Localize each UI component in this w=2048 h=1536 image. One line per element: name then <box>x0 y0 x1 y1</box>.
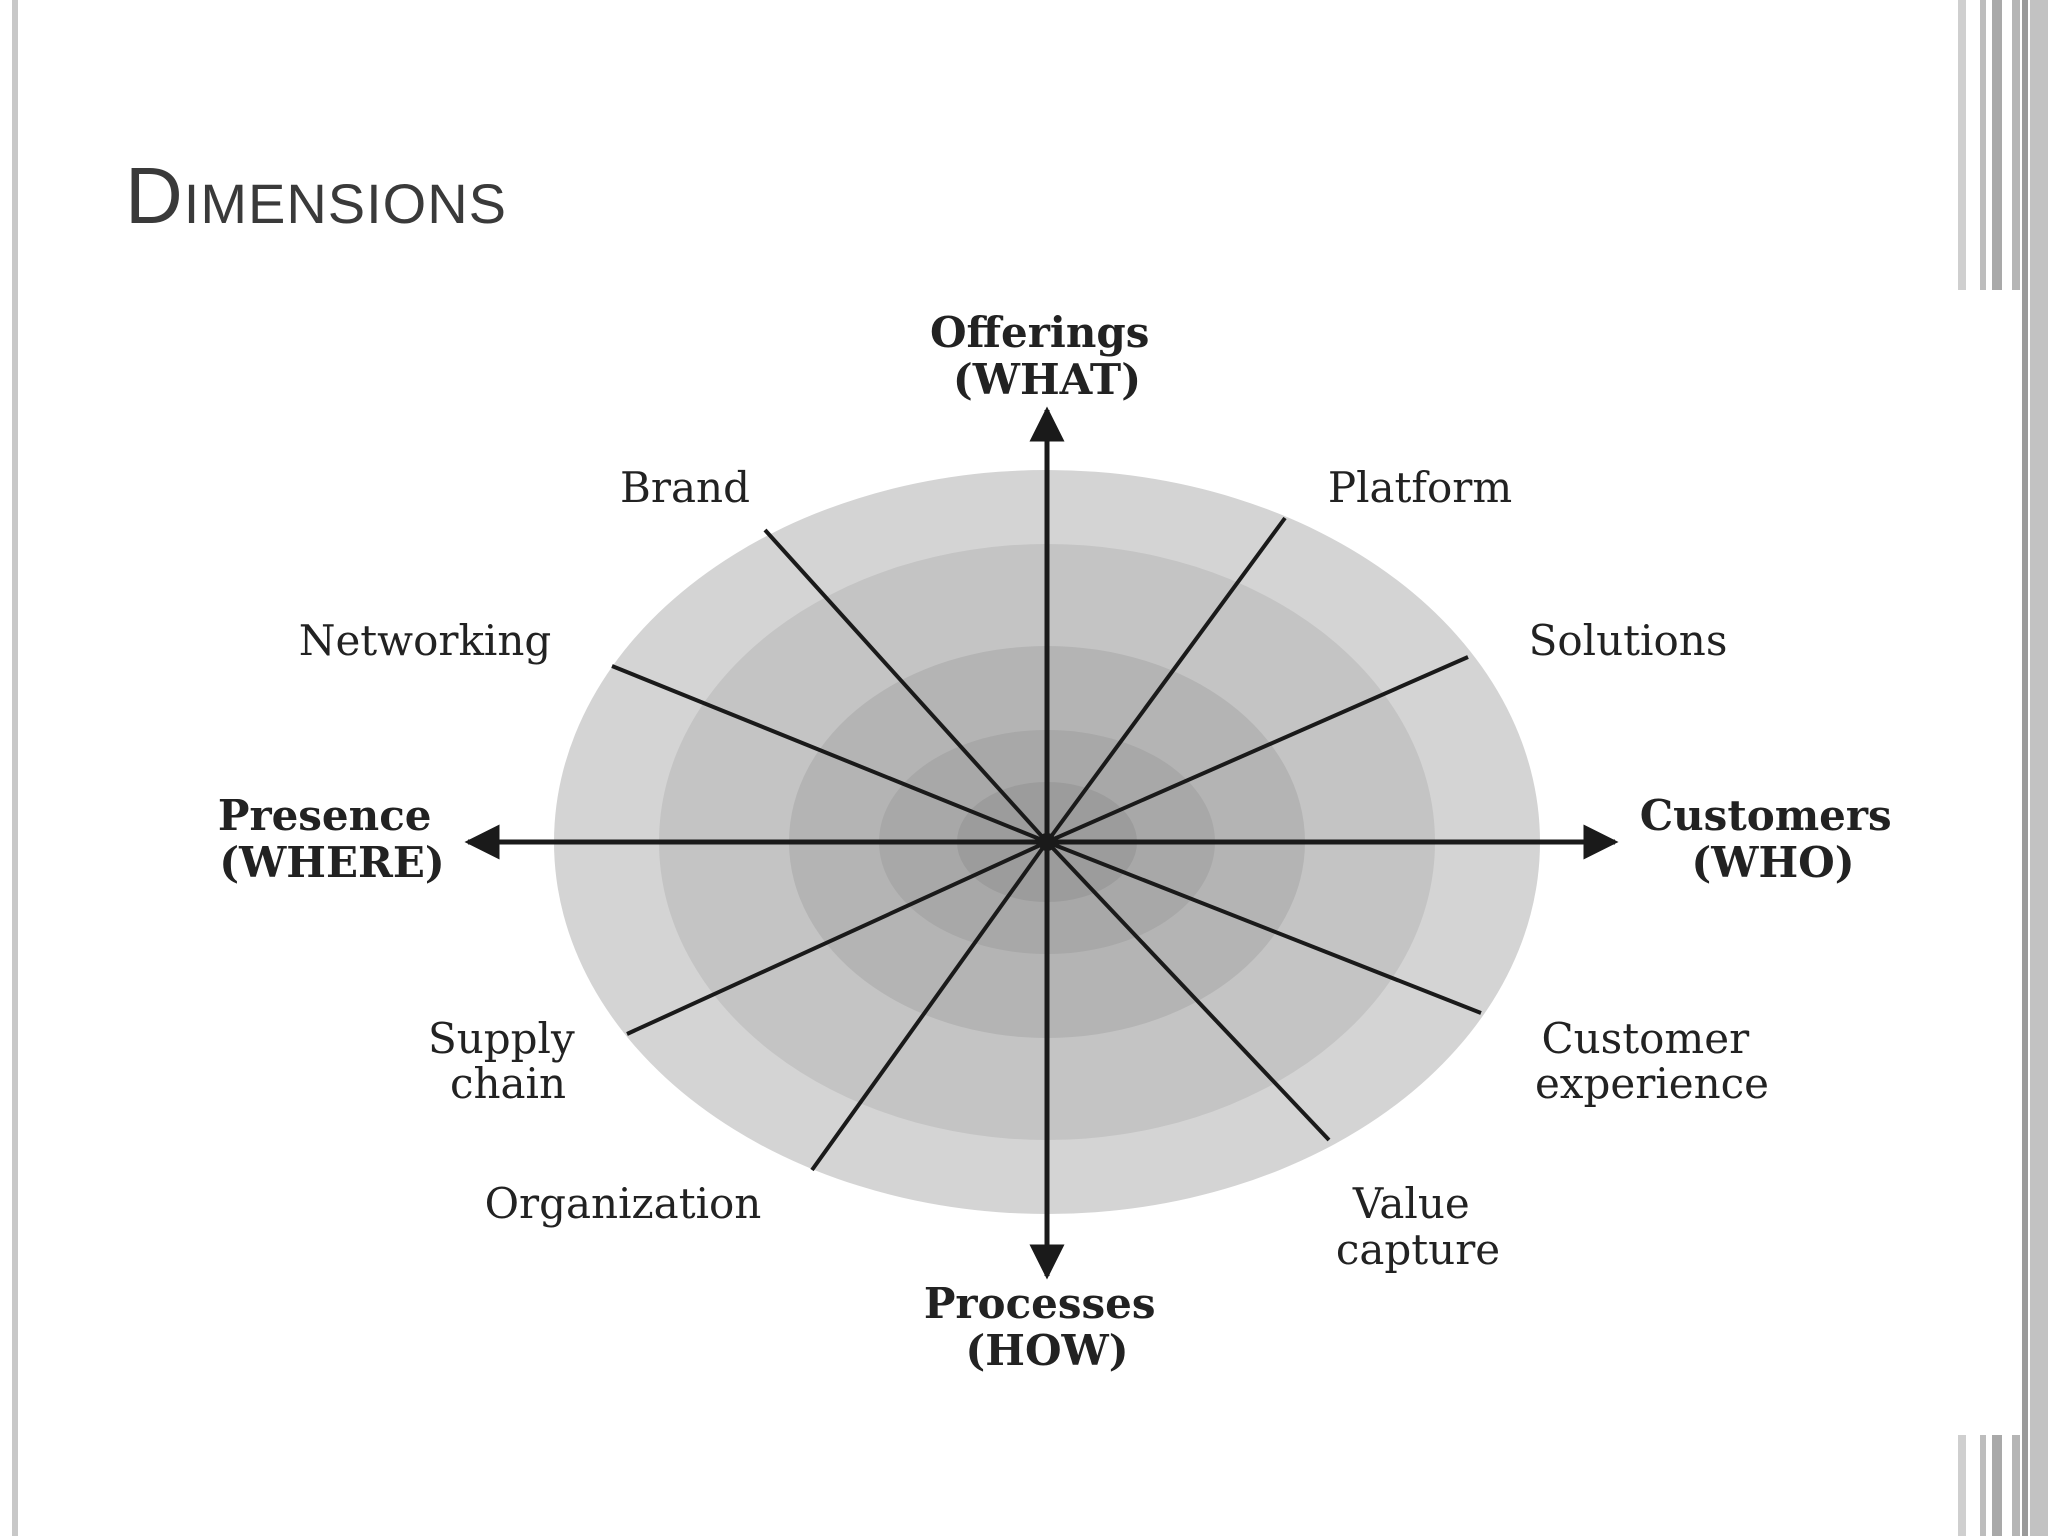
axis-arrows <box>464 406 1619 1280</box>
spoke-label-networking: Networking <box>299 616 552 665</box>
axis-label-right: Customers (WHO) <box>1640 791 1907 887</box>
slide-title: Dimensions <box>125 151 508 240</box>
spoke-line-value-capture <box>1045 840 1331 1142</box>
spoke-label-platform: Platform <box>1328 463 1512 512</box>
spoke-label-organization: Organization <box>485 1179 762 1228</box>
axis-label-top: Offerings (WHAT) <box>930 308 1164 404</box>
spoke-line-supply-chain <box>626 840 1048 1036</box>
spoke-line-organization <box>810 840 1049 1172</box>
spoke-label-supply-chain: Supply chain <box>428 1014 588 1108</box>
spoke-line-platform <box>1045 516 1287 844</box>
axis-label-bottom: Processes (HOW) <box>924 1279 1170 1375</box>
center-hub <box>1038 833 1056 851</box>
spoke-line-customer-experience <box>1046 840 1482 1015</box>
slide-left-border <box>12 0 18 1536</box>
spoke-line-solutions <box>1046 655 1469 844</box>
spoke-label-brand: Brand <box>620 463 750 512</box>
spoke-line-networking <box>611 664 1048 844</box>
spoke-label-customer-experience: Customer experience <box>1535 1014 1769 1108</box>
spoke-label-value-capture: Value capture <box>1336 1179 1500 1274</box>
spoke-lines <box>611 516 1482 1172</box>
spoke-label-solutions: Solutions <box>1529 616 1728 665</box>
axis-label-left: Presence (WHERE) <box>218 791 446 887</box>
spoke-line-brand <box>763 528 1049 844</box>
content-panel <box>1958 290 2020 1435</box>
